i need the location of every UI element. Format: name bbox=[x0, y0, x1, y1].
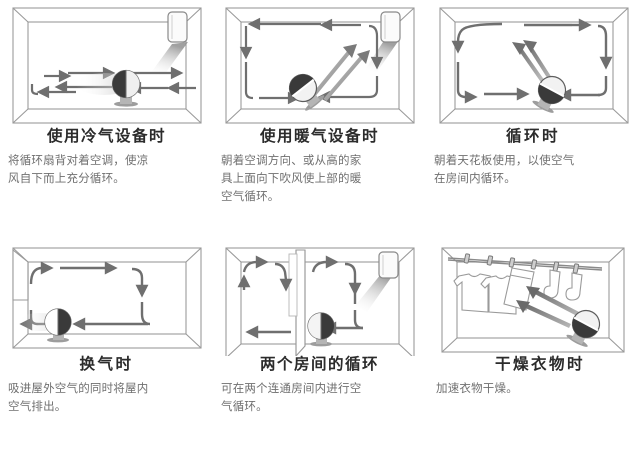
panel-circulation: 循环时 朝着天花板使用，以使空气 在房间内循环。 bbox=[426, 0, 640, 228]
room-outline bbox=[441, 247, 625, 353]
room-outline bbox=[439, 7, 629, 124]
diagram-circulation bbox=[426, 0, 640, 128]
airflow-arrows bbox=[237, 255, 364, 339]
diagram-cooling bbox=[0, 0, 213, 128]
caption-ventilation: 换气时 吸进屋外空气的同时将屋内 空气排出。 bbox=[0, 355, 213, 416]
air-conditioner-icon bbox=[380, 11, 401, 43]
fan-icon bbox=[307, 312, 335, 347]
caption-circulation: 循环时 朝着天花板使用，以使空气 在房间内循环。 bbox=[426, 127, 640, 188]
air-conditioner-icon bbox=[378, 251, 399, 279]
fan-icon bbox=[288, 73, 325, 111]
laundry-sock-1 bbox=[543, 269, 561, 299]
ac-airflow-cone bbox=[150, 42, 188, 75]
room-outline bbox=[225, 7, 415, 124]
panel-body: 吸进屋外空气的同时将屋内 空气排出。 bbox=[8, 381, 149, 413]
panel-title: 使用暖气设备时 bbox=[259, 127, 379, 145]
ac-airflow-cone bbox=[365, 40, 399, 72]
fan-icon bbox=[111, 69, 141, 107]
diagram-drying-clothes bbox=[426, 228, 640, 356]
laundry-towel bbox=[503, 267, 535, 311]
diagram-two-rooms bbox=[213, 228, 426, 356]
panel-title: 干燥衣物时 bbox=[494, 355, 585, 373]
panel-body: 将循环扇背对着空调，使凉 风自下而上充分循环。 bbox=[8, 153, 149, 185]
panel-title: 两个房间的循环 bbox=[259, 355, 379, 373]
caption-drying-clothes: 干燥衣物时 加速衣物干燥。 bbox=[426, 355, 640, 398]
clothespins bbox=[463, 253, 580, 274]
panel-title: 循环时 bbox=[505, 127, 560, 145]
air-conditioner-icon bbox=[167, 11, 188, 43]
panel-body: 加速衣物干燥。 bbox=[436, 381, 518, 396]
panel-two-rooms: 两个房间的循环 可在两个连通房间内进行空 气循环。 bbox=[213, 228, 426, 456]
caption-heating: 使用暖气设备时 朝着空调方向、或从高的家 具上面向下吹风使上部的暖 空气循环。 bbox=[213, 127, 426, 205]
fan-icon bbox=[566, 309, 601, 347]
diagram-heating bbox=[213, 0, 426, 128]
panel-heating: 使用暖气设备时 朝着空调方向、或从高的家 具上面向下吹风使上部的暖 空气循环。 bbox=[213, 0, 426, 228]
airflow-arrows bbox=[451, 18, 613, 104]
caption-two-rooms: 两个房间的循环 可在两个连通房间内进行空 气循环。 bbox=[213, 355, 426, 416]
panel-drying-clothes: 干燥衣物时 加速衣物干燥。 bbox=[426, 228, 640, 456]
fan-airflow-diagonal-arrows bbox=[516, 286, 580, 329]
laundry-sock-2 bbox=[565, 272, 583, 301]
diagram-ventilation bbox=[0, 228, 213, 356]
panel-title: 换气时 bbox=[79, 355, 134, 373]
panel-body: 朝着天花板使用，以使空气 在房间内循环。 bbox=[434, 153, 575, 185]
caption-cooling: 使用冷气设备时 将循环扇背对着空调，使凉 风自下而上充分循环。 bbox=[0, 127, 213, 188]
panel-body: 朝着空调方向、或从高的家 具上面向下吹风使上部的暖 空气循环。 bbox=[221, 153, 362, 203]
fan-icon bbox=[532, 75, 567, 113]
panel-ventilation: 换气时 吸进屋外空气的同时将屋内 空气排出。 bbox=[0, 228, 213, 456]
fan-airflow-diagonal-arrows bbox=[311, 44, 370, 102]
airflow-arrows bbox=[239, 17, 384, 105]
room-outline bbox=[12, 7, 202, 124]
fan-icon bbox=[44, 308, 72, 343]
clothesline-icon bbox=[447, 257, 603, 271]
panel-title: 使用冷气设备时 bbox=[46, 127, 166, 145]
open-window-icon bbox=[12, 248, 29, 301]
panel-body: 可在两个连通房间内进行空 气循环。 bbox=[221, 381, 362, 413]
ac-airflow-cone bbox=[355, 272, 395, 312]
room-divider-wall bbox=[288, 249, 306, 356]
panel-cooling: 使用冷气设备时 将循环扇背对着空调，使凉 风自下而上充分循环。 bbox=[0, 0, 213, 228]
